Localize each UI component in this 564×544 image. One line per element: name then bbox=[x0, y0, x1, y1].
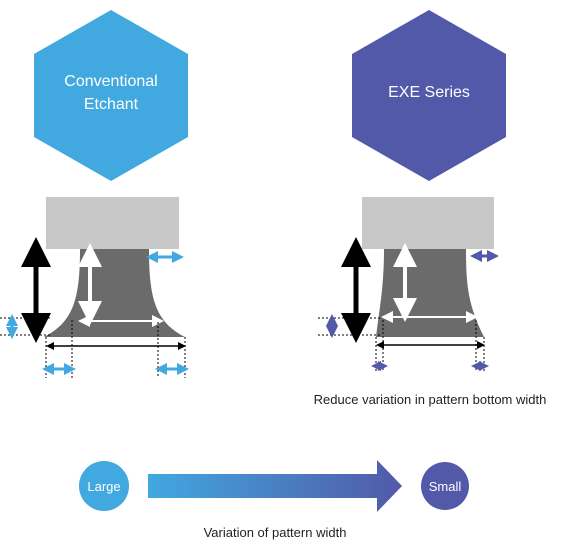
gradient-arrow bbox=[148, 460, 402, 512]
exe-hexagon-label: EXE Series bbox=[388, 84, 470, 101]
mask-layer bbox=[46, 197, 179, 249]
exe-panel: EXE Series Reduce variation in pattern b… bbox=[314, 10, 547, 407]
conventional-hexagon bbox=[34, 10, 188, 181]
mask-layer bbox=[362, 197, 494, 249]
small-label: Small bbox=[429, 479, 462, 494]
scale-axis-label: Variation of pattern width bbox=[204, 525, 347, 540]
small-circle bbox=[421, 462, 469, 510]
conventional-hexagon-label-line2: Etchant bbox=[84, 96, 139, 113]
etched-pattern bbox=[376, 249, 484, 337]
large-label: Large bbox=[87, 479, 120, 494]
large-circle bbox=[79, 461, 129, 511]
conventional-hexagon-label-line1: Conventional bbox=[64, 73, 157, 90]
variation-scale: Large Small Variation of pattern width bbox=[79, 460, 469, 540]
conventional-panel: Conventional Etchant bbox=[0, 10, 189, 378]
exe-hexagon bbox=[352, 10, 506, 181]
etched-pattern bbox=[44, 249, 185, 337]
exe-caption: Reduce variation in pattern bottom width bbox=[314, 392, 547, 407]
